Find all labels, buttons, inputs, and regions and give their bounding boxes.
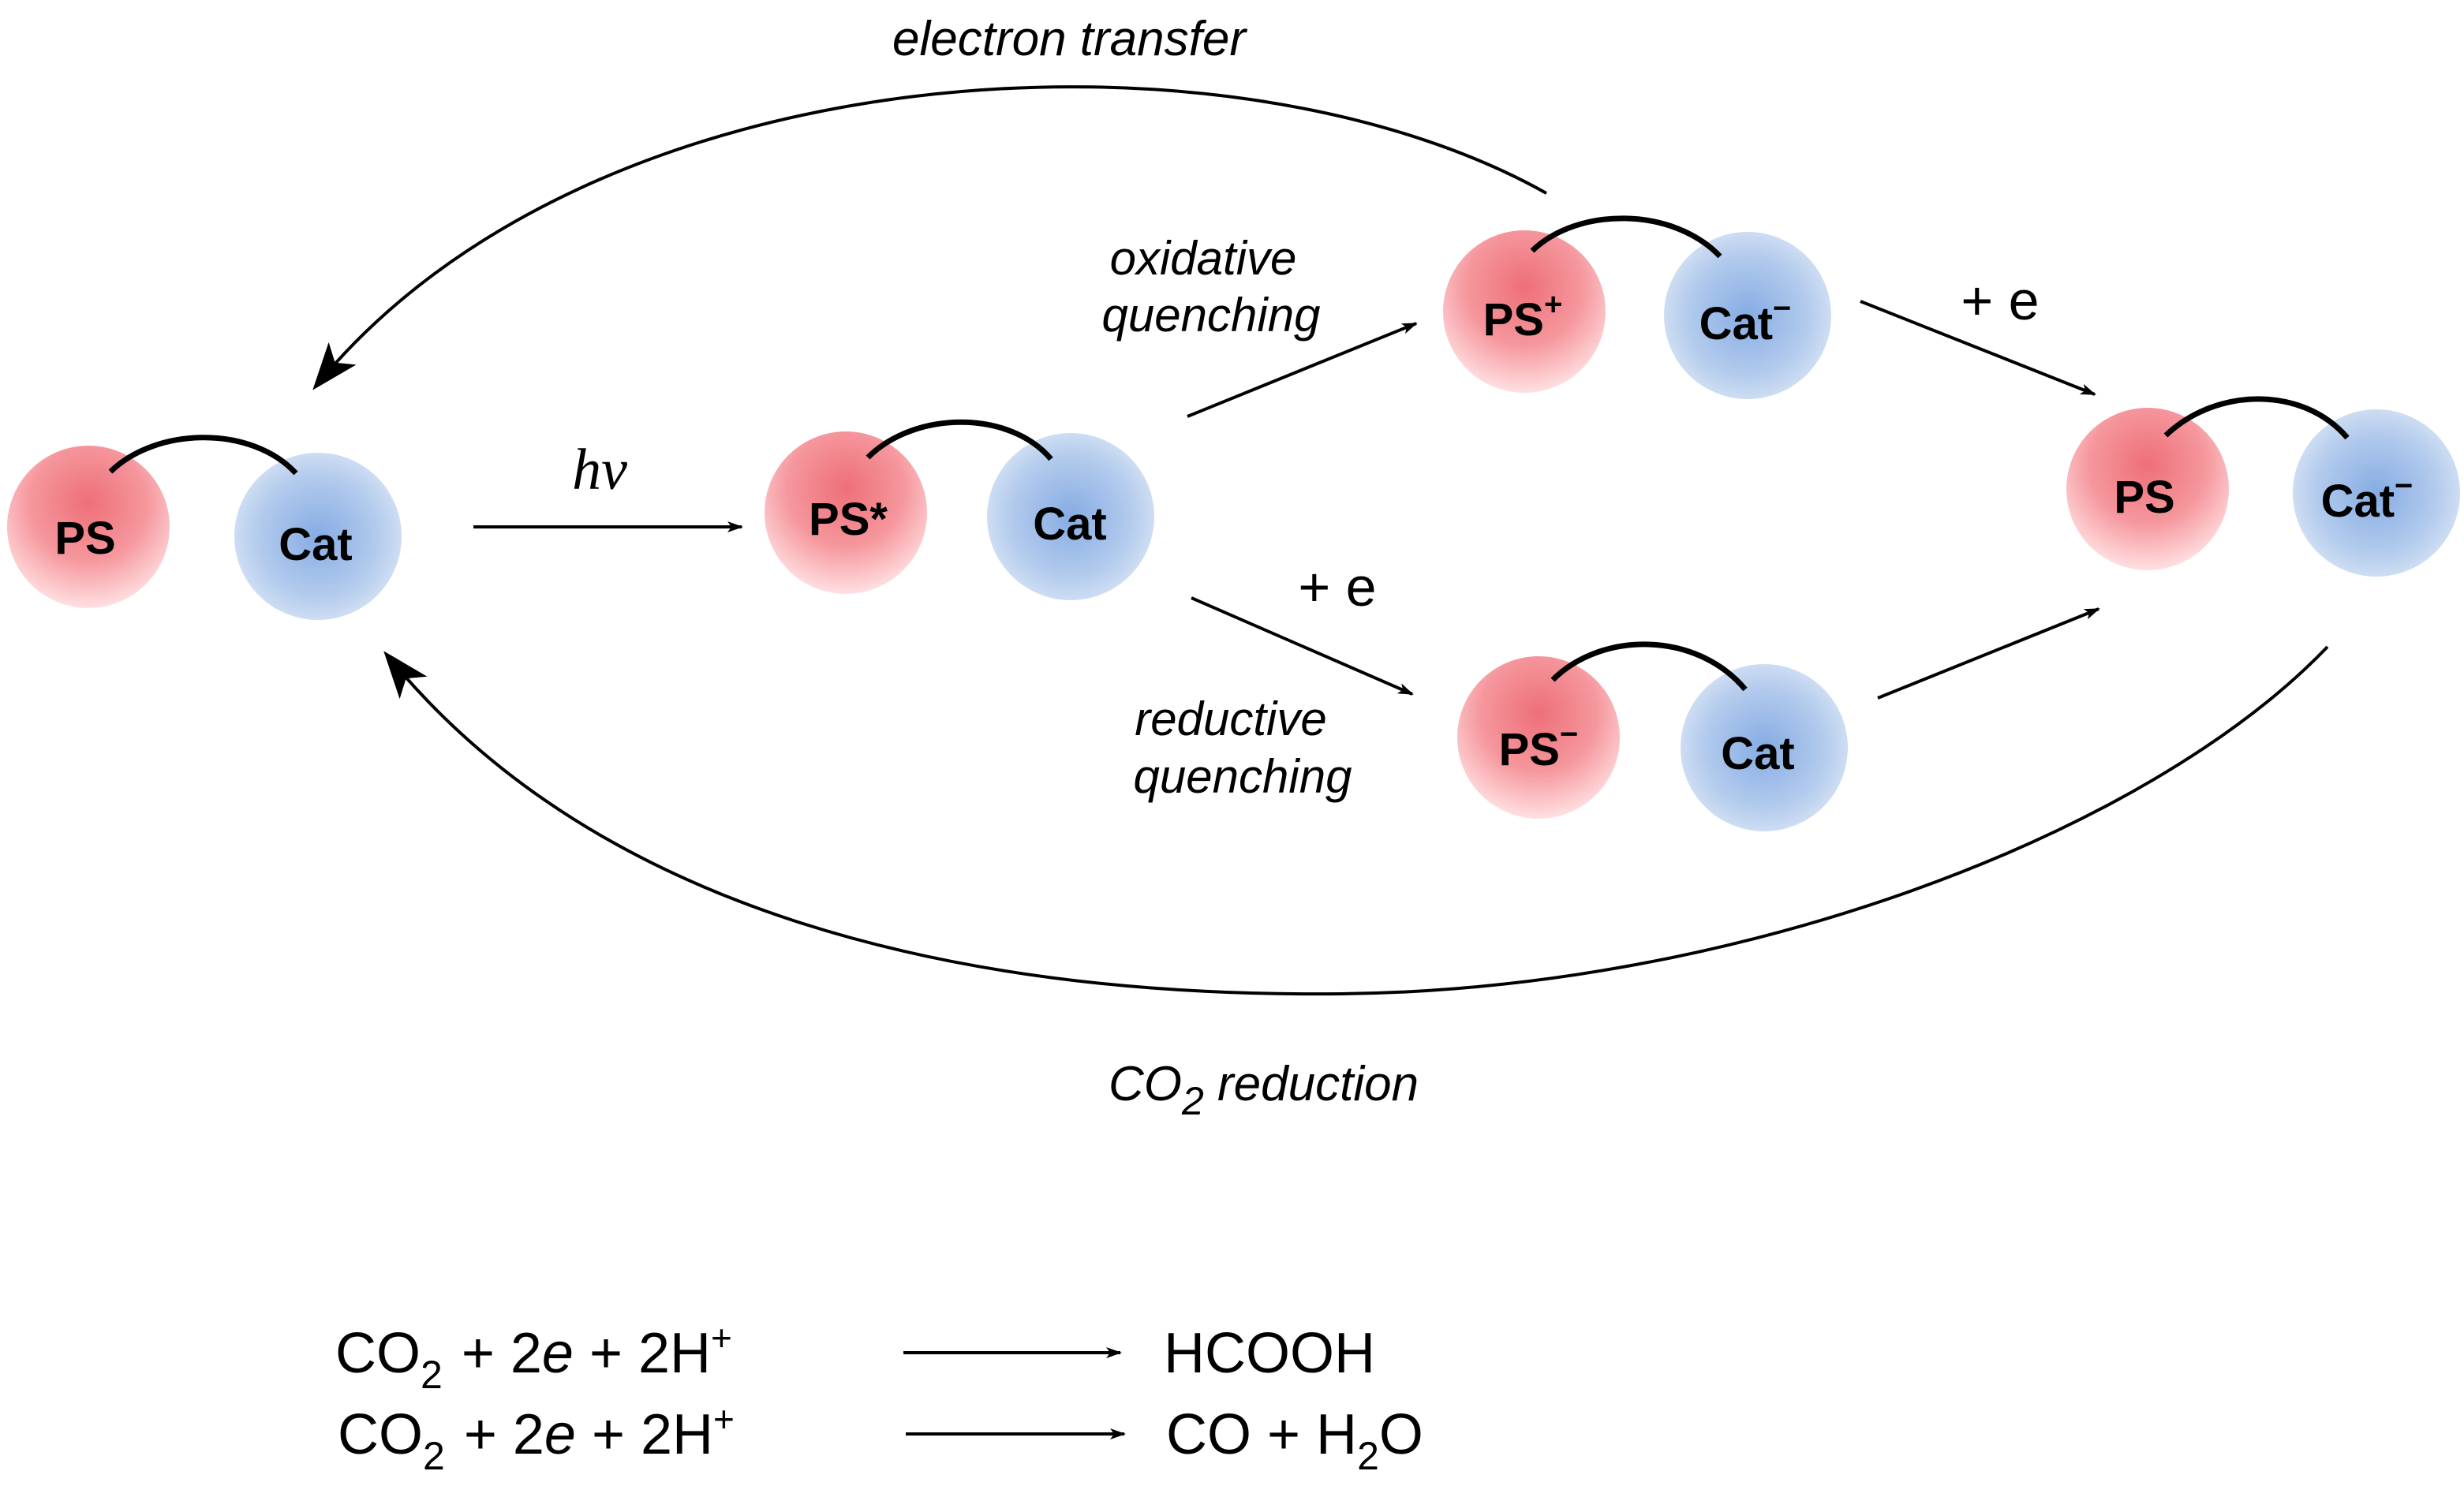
node-product: PS Cat− [2066, 396, 2460, 577]
linker-arc [108, 435, 298, 476]
cat-sphere [1664, 232, 1831, 399]
cat-sphere [987, 433, 1154, 600]
ps-label: PS [54, 513, 115, 564]
reductive-quenching-arrow [1191, 596, 1414, 696]
plus-e-middle-label: + e [1298, 556, 1376, 618]
ps-sphere [2066, 408, 2229, 570]
electron-transfer-arrow [312, 85, 1547, 390]
reduced-to-product-arrow [1877, 607, 2100, 700]
cat-sphere [234, 453, 402, 620]
cat-label: Cat− [1699, 291, 1792, 349]
cat-label: Cat [279, 519, 352, 570]
reductive-quenching-label-1: reductive [1135, 693, 1326, 745]
ps-sphere [1443, 230, 1606, 393]
cat-sphere [1681, 664, 1848, 831]
oxidative-quenching-label-2: quenching [1102, 289, 1321, 342]
equation-product: HCOOH [1164, 1322, 1375, 1385]
node-ground: PS Cat [7, 435, 402, 620]
plus-e-top-label: + e [1961, 270, 2039, 331]
hv-label: hν [572, 438, 627, 502]
cat-label: Cat [1033, 498, 1106, 550]
ps-sphere [1457, 656, 1620, 819]
oxidative-quenching-arrow [1187, 322, 1418, 418]
electron-transfer-label: electron transfer [892, 12, 1247, 66]
linker-arc [2163, 396, 2350, 440]
linker-arc [1550, 641, 1748, 692]
ps-label: PS− [1499, 717, 1579, 775]
linker-arc [1530, 215, 1722, 259]
co2-reduction-label: CO2 reduction [1109, 1057, 1419, 1123]
ps-label: PS [2114, 472, 2174, 523]
co2-reduction-arrow [383, 645, 2329, 996]
equation-2: CO2+ 2e + 2H+ CO + H2O [338, 1398, 1423, 1478]
equation-1: CO2+ 2e + 2H+ HCOOH [335, 1317, 1375, 1397]
node-oxidized: PS+ Cat− [1443, 215, 1831, 399]
node-excited: PS* Cat [765, 419, 1154, 600]
ps-label: PS+ [1483, 287, 1563, 345]
ps-sphere [765, 431, 927, 594]
cat-label: Cat [1721, 728, 1794, 779]
ps-label: PS* [809, 494, 888, 545]
ps-sphere [7, 446, 170, 608]
node-reduced: PS− Cat [1457, 641, 1848, 831]
equation-reactants: CO2+ 2e + 2H+ [335, 1317, 732, 1397]
cat-label: Cat− [2321, 469, 2414, 527]
cat-sphere [2293, 409, 2460, 577]
linker-arc [866, 419, 1053, 461]
equation-product: CO + H2O [1166, 1403, 1423, 1478]
oxidative-quenching-label-1: oxidative [1110, 232, 1297, 285]
oxidized-to-product-arrow [1860, 300, 2096, 396]
reductive-quenching-label-2: quenching [1134, 750, 1352, 803]
equation-reactants: CO2+ 2e + 2H+ [338, 1398, 735, 1478]
